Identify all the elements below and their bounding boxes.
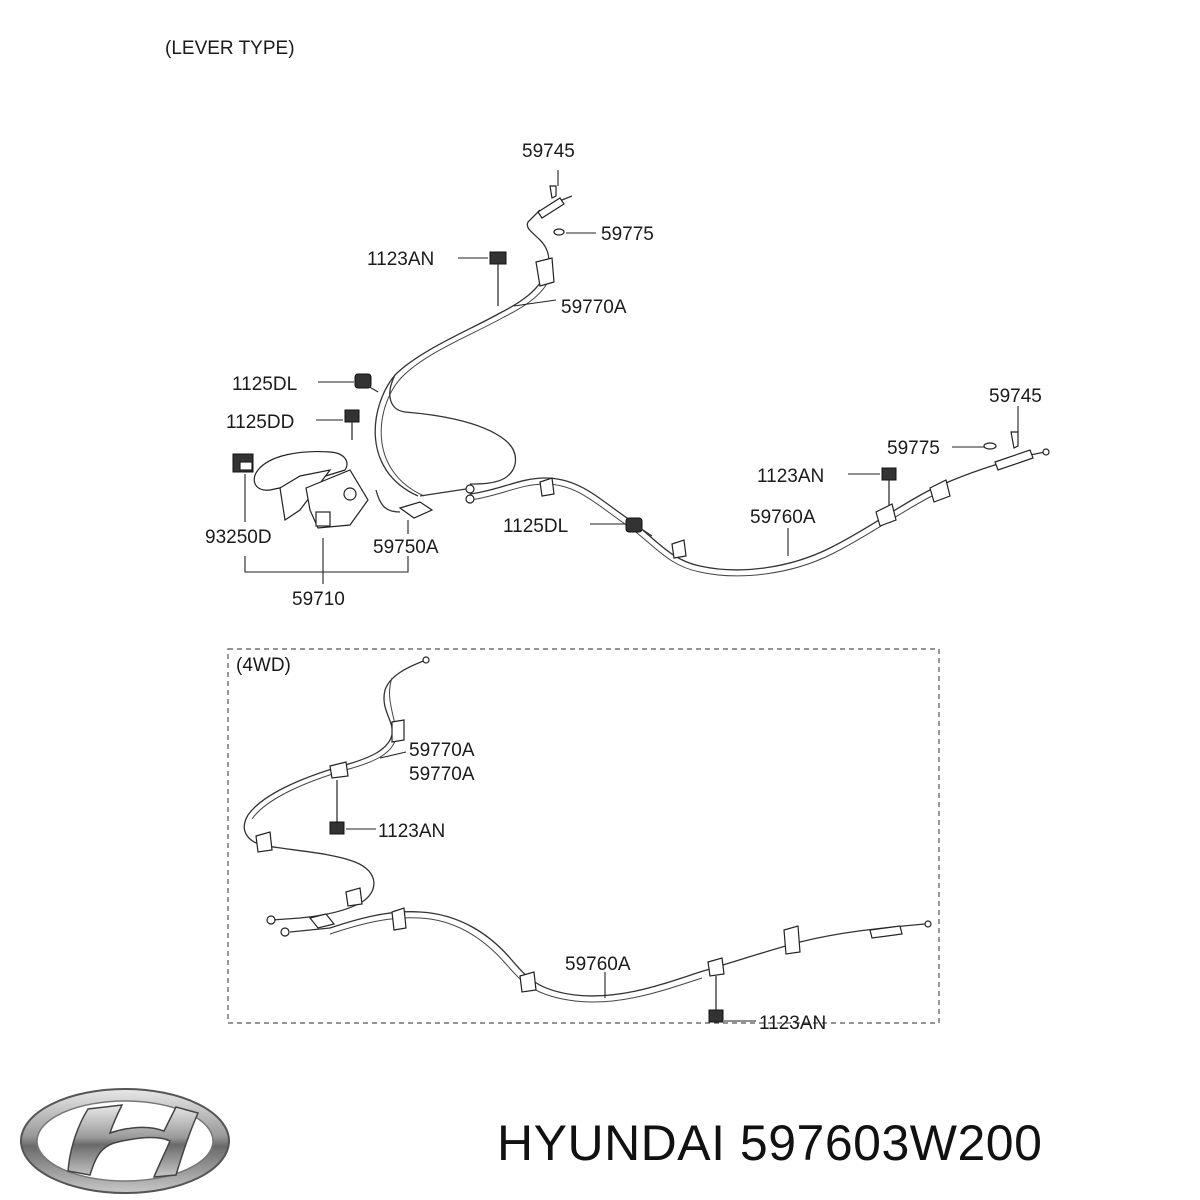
4wd-equalizer [308,913,336,929]
4wd-title: (4WD) [236,655,291,676]
4wd-bolt-head-2 [708,1009,724,1023]
4wd-bracket-6 [519,971,537,993]
bolt-head-1123AN-top [489,251,507,265]
lever-ratchet [315,511,331,527]
4wd-front-cable [243,659,427,921]
label-59775-top: 59775 [601,224,654,245]
label-1123AN-right: 1123AN [757,466,824,487]
cable-link-1 [419,488,467,497]
bolt-head-1123AN-right [881,467,897,481]
lever-handle [253,450,348,491]
4wd-label-59770A-1: 59770A [409,740,475,761]
part-number-caption: HYUNDAI 597603W200 [497,1115,1043,1171]
4wd-rear-cable-sheath [329,917,703,1003]
switch-connector [239,461,253,471]
4wd-ball-end-1 [266,915,276,925]
cable-ball-end-1 [465,484,475,494]
ring-59775-right [983,442,997,450]
4wd-label-59760A: 59760A [565,954,631,975]
lever-pivot [343,487,357,501]
bolt-head-1125DD [344,409,360,423]
4wd-bracket-7 [707,957,725,977]
bolt-shaft-1125DL-left [367,385,379,393]
4wd-bracket-8 [783,925,801,955]
4wd-rear-cable-end [869,925,903,939]
4wd-inset: (4WD) 59770 [227,648,940,1034]
leader-59770A [513,299,557,307]
label-59710: 59710 [292,589,345,610]
ring-59775-top [553,228,565,236]
4wd-dashed-box [227,648,940,1024]
label-59770A: 59770A [561,297,627,318]
4wd-front-cable-tip [422,656,430,664]
4wd-label-1123AN-2: 1123AN [759,1013,826,1034]
lever-type-assembly: 59745 59775 1123AN 59770A 1125DL 1125DD … [205,141,1050,610]
4wd-leader-59770A [379,751,407,759]
4wd-link [289,927,331,933]
cable-end-top [537,197,565,219]
label-1125DL-mid: 1125DL [503,516,568,537]
bolt-shaft-1125DL-mid [639,527,653,537]
rear-cable-end [994,449,1034,471]
label-59745-right: 59745 [989,386,1042,407]
label-59750A: 59750A [373,537,439,558]
bolt-head-1125DL-mid [625,517,643,533]
bracket-right [875,503,897,527]
4wd-rear-cable-tip [924,920,932,928]
4wd-bolt-head-1 [329,821,345,835]
label-59760A: 59760A [750,507,816,528]
4wd-bracket-5 [391,907,407,931]
bracket-mid-2 [671,539,687,559]
4wd-rear-cable-59760A [329,911,930,997]
diagram-title: (LEVER TYPE) [165,38,295,59]
4wd-bracket-1 [391,719,405,743]
bracket-mid [539,477,555,497]
hyundai-logo-icon [20,1088,230,1194]
label-1125DD: 1125DD [226,412,294,433]
front-cable-sheath [380,271,553,497]
cable-end-tip [561,195,573,201]
leader-59710-bracket [244,538,409,584]
label-59775-right: 59775 [887,438,940,459]
rear-cable-tip [1042,448,1050,456]
equalizer-59750A [398,501,434,519]
4wd-bracket-2 [329,761,349,779]
parking-brake-lever-59710 [253,450,369,529]
clip-59745-top [549,185,557,199]
bracket-right-2 [929,479,951,503]
label-1123AN-top: 1123AN [367,249,434,270]
clip-59745-right [1010,431,1019,449]
label-1125DL-left: 1125DL [232,374,297,395]
bolt-head-1125DL-left [354,373,372,389]
bracket-top [535,257,555,287]
equalizer-rod [375,489,401,513]
4wd-bracket-3 [255,831,273,853]
4wd-bracket-4 [345,887,363,907]
4wd-label-59770A-2: 59770A [409,764,475,785]
4wd-ball-end-2 [280,927,290,937]
cable-loop-center [389,374,517,485]
label-59745-top: 59745 [522,141,575,162]
4wd-label-1123AN-1: 1123AN [378,821,445,842]
4wd-front-cable-sheath [251,677,397,820]
label-93250D: 93250D [205,527,272,548]
front-cable-59770A [374,209,550,497]
cable-ball-end-2 [465,494,475,504]
